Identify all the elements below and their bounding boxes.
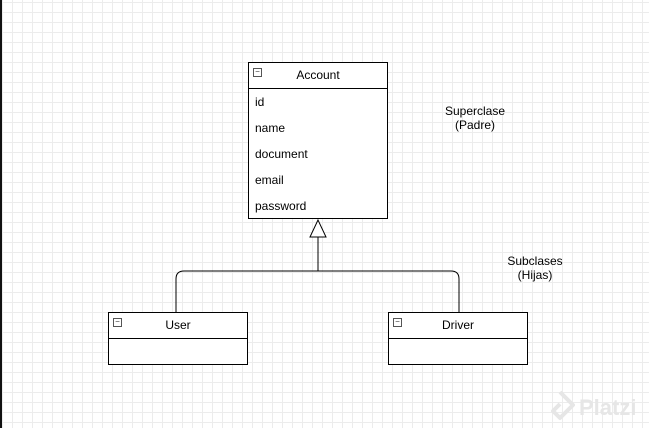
class-account-name: Account: [296, 68, 340, 82]
attribute-email: email: [255, 173, 284, 187]
connector-branch-driver: [318, 270, 460, 313]
attribute-password: password: [255, 199, 307, 213]
collapse-icon[interactable]: −: [253, 68, 262, 77]
platzi-logo-icon: [551, 390, 575, 420]
inheritance-arrowhead: [309, 218, 327, 238]
class-driver[interactable]: − Driver: [388, 312, 528, 365]
attribute-id: id: [255, 95, 265, 109]
class-driver-name: Driver: [442, 318, 474, 332]
class-account[interactable]: − Account id name document email passwor…: [248, 62, 388, 219]
class-user-name: User: [165, 318, 191, 332]
collapse-icon[interactable]: −: [113, 318, 122, 327]
class-user[interactable]: − User: [108, 312, 248, 365]
class-user-header[interactable]: − User: [109, 313, 247, 339]
note-subclasses[interactable]: Subclases (Hijas): [490, 254, 580, 282]
note-superclass-line2: (Padre): [454, 118, 495, 132]
note-superclass-line1: Superclase: [444, 104, 506, 118]
collapse-icon[interactable]: −: [393, 318, 402, 327]
note-superclass[interactable]: Superclase (Padre): [430, 104, 520, 132]
watermark-text: Platzi: [579, 395, 637, 420]
connector-branch-user: [175, 270, 318, 313]
attribute-name: name: [255, 121, 286, 135]
note-subclasses-line2: (Hijas): [517, 268, 553, 282]
note-subclasses-line1: Subclases: [507, 254, 563, 268]
class-driver-header[interactable]: − Driver: [389, 313, 527, 339]
canvas-left-border: [0, 0, 2, 428]
class-account-header[interactable]: − Account: [249, 63, 387, 89]
attribute-document: document: [255, 147, 308, 161]
platzi-watermark: Platzi: [541, 387, 641, 427]
